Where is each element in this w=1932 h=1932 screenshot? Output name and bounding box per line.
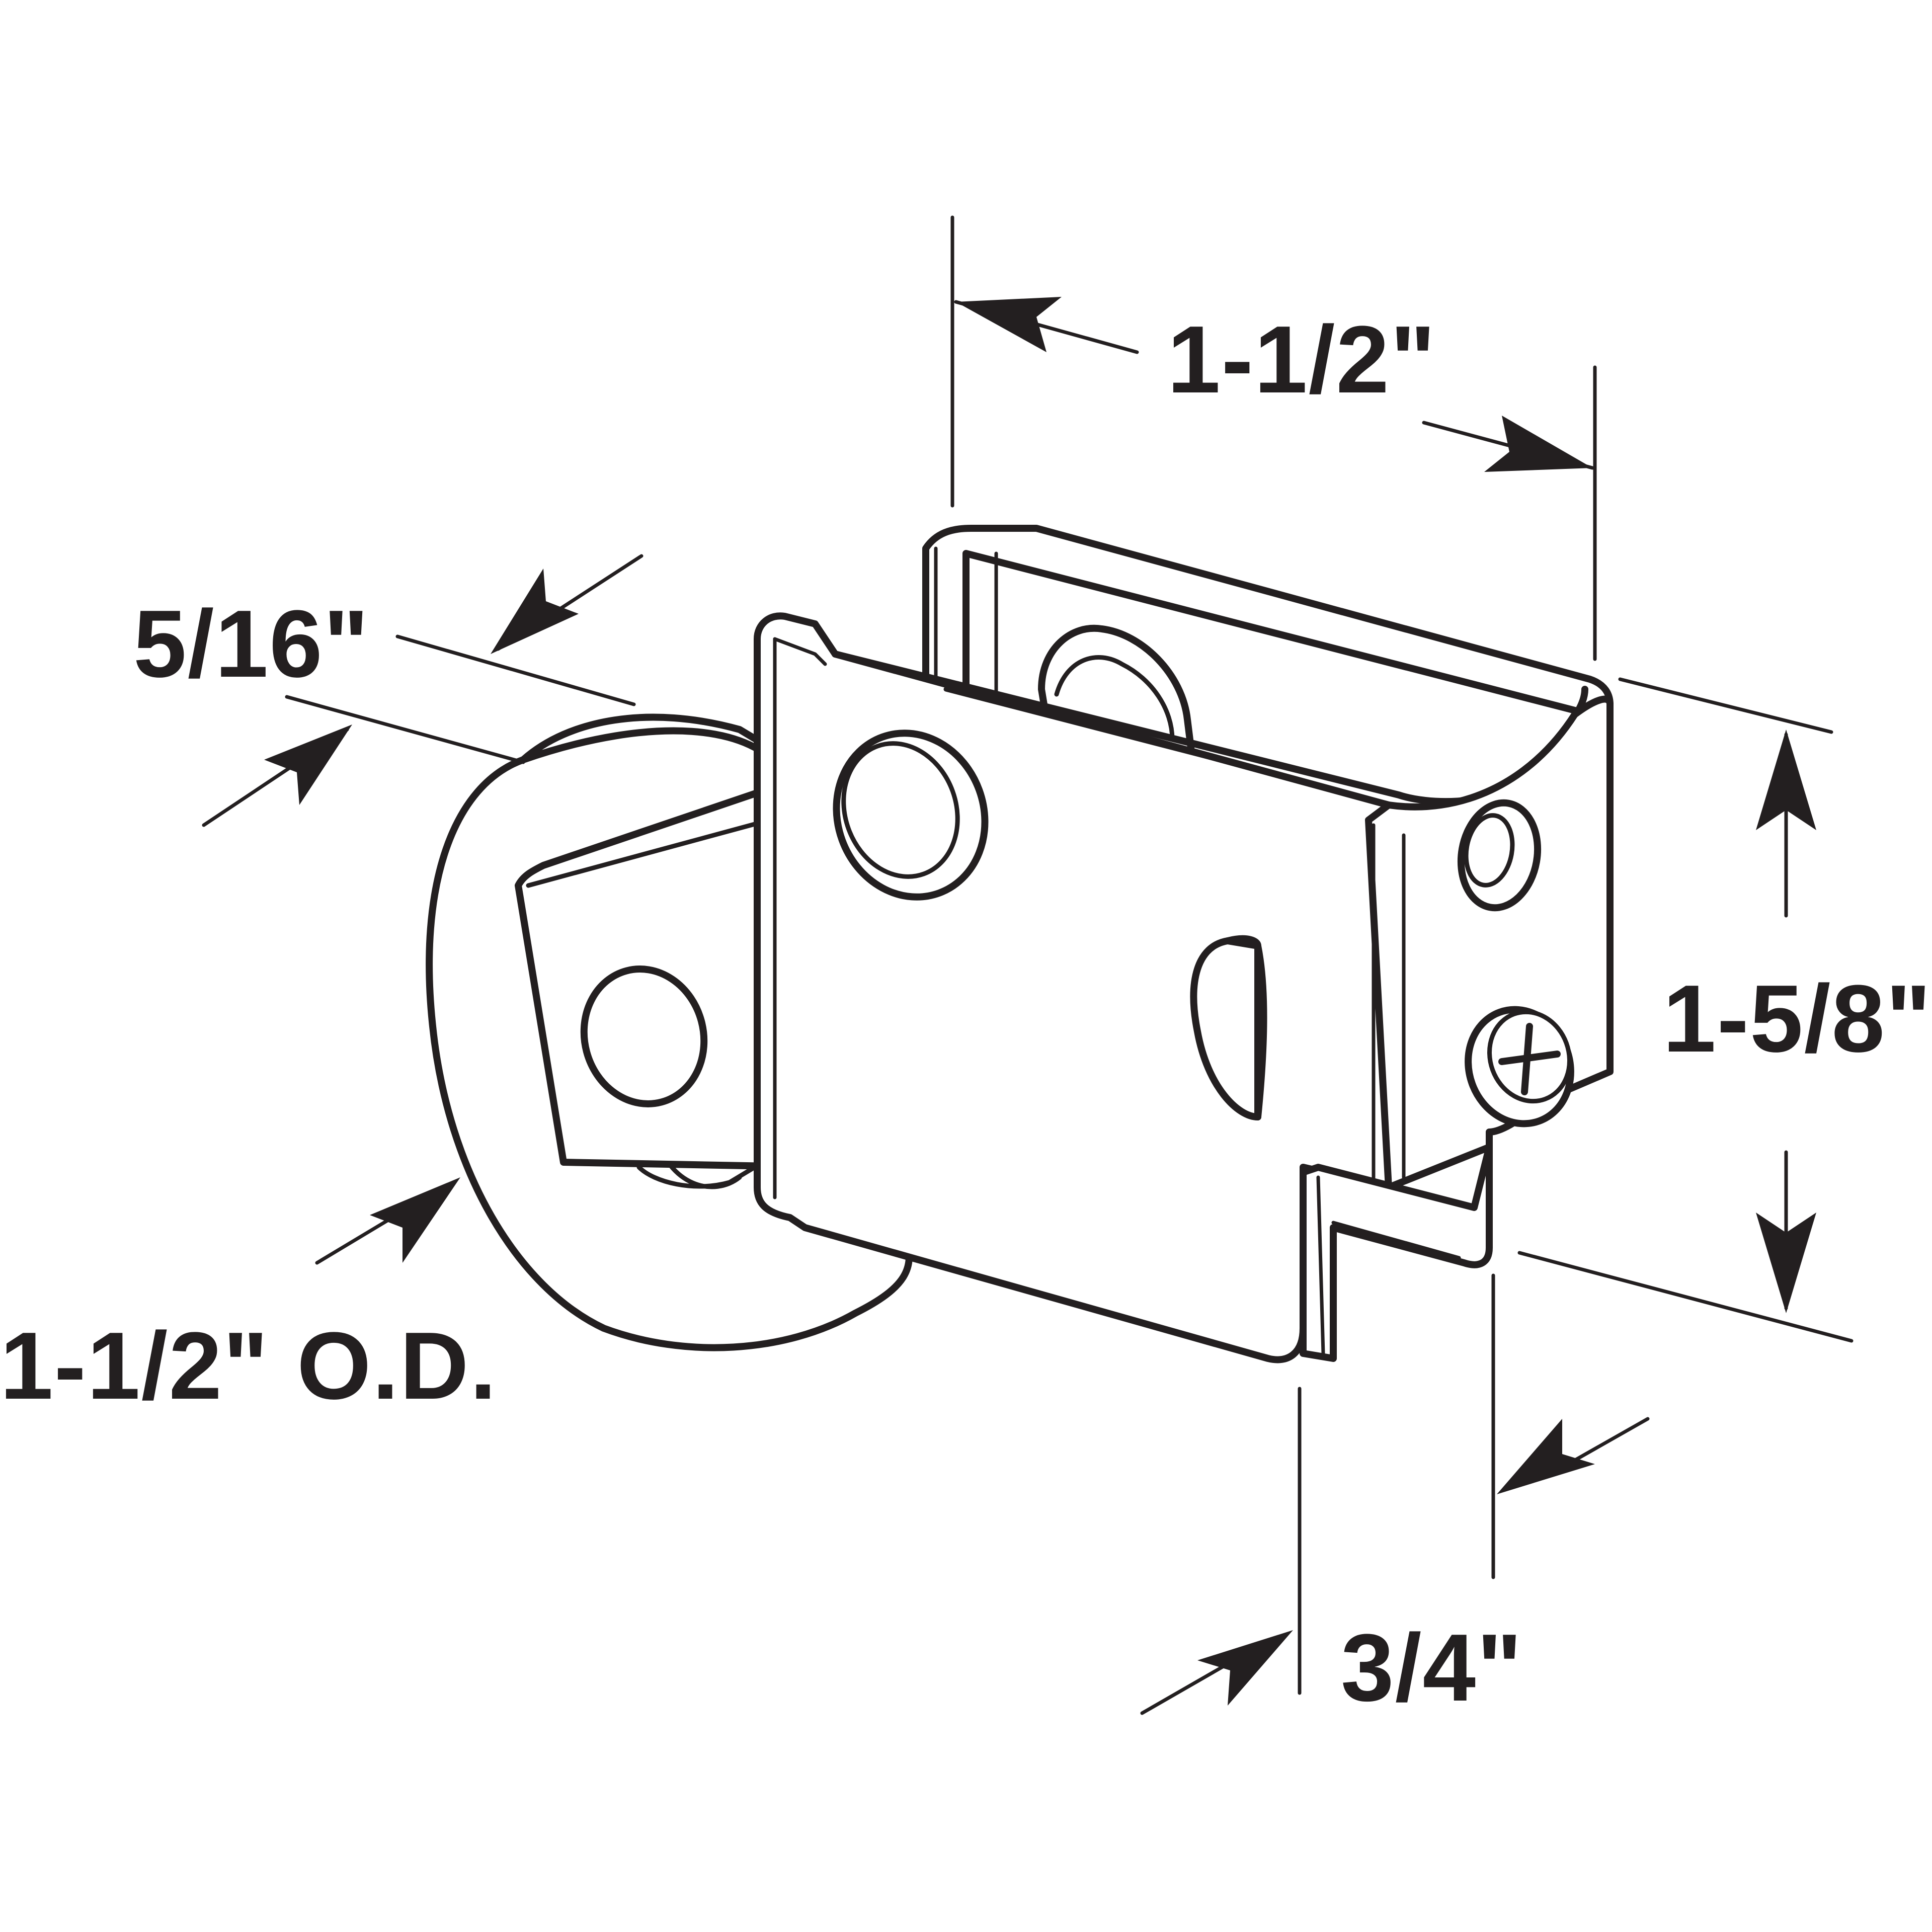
arrow-right [1197, 1630, 1293, 1706]
extension-line-upper [395, 634, 636, 706]
dim-label-top-width: 1-1/2" [1167, 306, 1436, 413]
axle-plate [515, 766, 829, 1189]
side-hole-small [1457, 799, 1542, 912]
half-moon-tab [1190, 937, 1261, 1120]
axle-rivet [580, 965, 708, 1107]
bracket-front [754, 612, 1588, 1363]
arrow-left [956, 297, 1062, 352]
dim-label-height: 1-5/8" [1663, 965, 1932, 1072]
bottom-tab [1300, 1144, 1493, 1362]
extension-line-bottom [1517, 1251, 1854, 1343]
dim-height: 1-5/8" [1517, 677, 1932, 1343]
phillips-screw-icon [1465, 1006, 1574, 1128]
dim-label-wheel-diameter: 1-1/2" O.D. [0, 1313, 498, 1419]
dim-top-width: 1-1/2" [950, 215, 1597, 661]
dim-wheel-diameter: 1-1/2" O.D. [0, 1177, 498, 1419]
arrow-down-left [491, 569, 579, 654]
arrow-left [1497, 1419, 1595, 1494]
arrow-up-right [264, 725, 352, 805]
dim-wheel-thickness: 5/16" [133, 554, 643, 827]
dim-bottom-width: 3/4" [1140, 1273, 1650, 1721]
extension-line-lower [285, 695, 525, 764]
arrow-down [1756, 1213, 1816, 1313]
arrow-right [1484, 416, 1592, 472]
dim-label-bottom-width: 3/4" [1341, 1615, 1523, 1721]
arrow-to-wheel [370, 1177, 460, 1263]
dim-label-wheel-thickness: 5/16" [133, 591, 370, 697]
axle-hub-lower [636, 1165, 757, 1189]
extension-line-top [1618, 677, 1833, 734]
arrow-up [1756, 730, 1816, 830]
bracket-side [1300, 695, 1614, 1362]
